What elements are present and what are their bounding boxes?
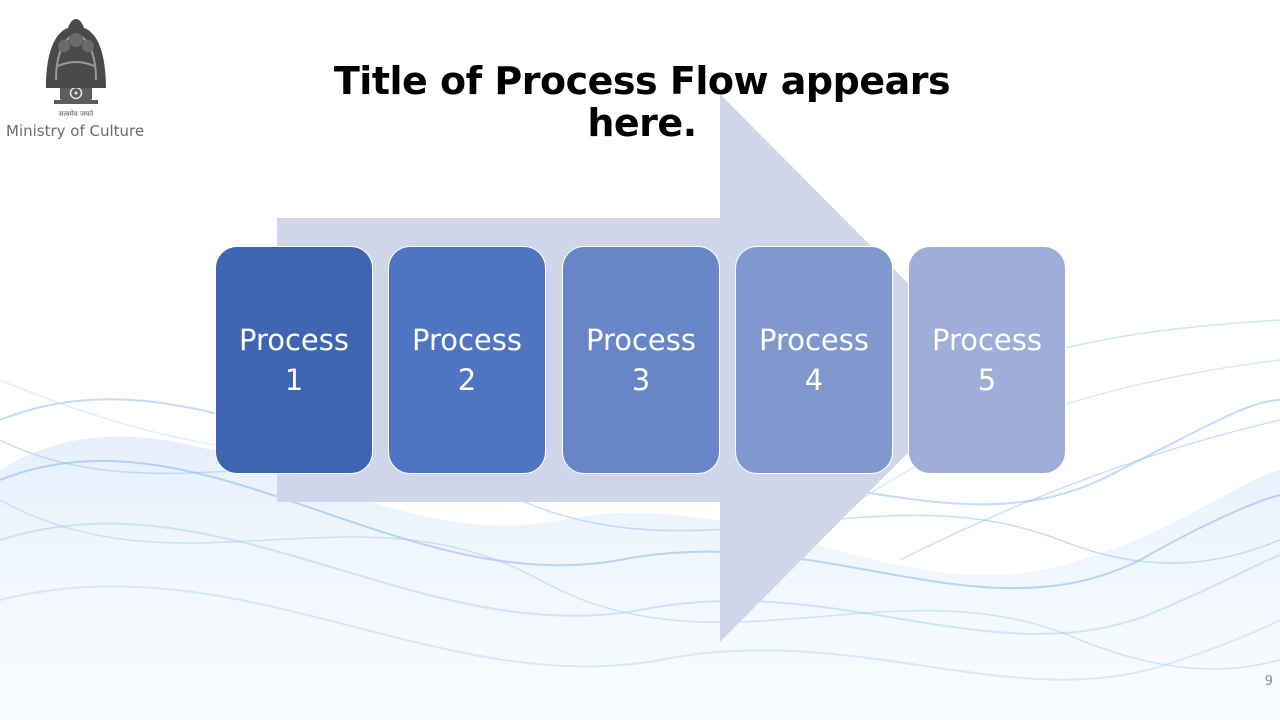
process-step-label: Process	[238, 323, 349, 357]
slide-title: Title of Process Flow appears here.	[333, 59, 951, 145]
ministry-label: Ministry of Culture	[6, 122, 145, 140]
svg-text:सत्यमेव जयते: सत्यमेव जयते	[59, 109, 94, 118]
process-step-3: Process 3	[562, 246, 720, 474]
page-number: 9	[1264, 674, 1273, 689]
process-step-number: 2	[457, 363, 477, 397]
process-step-label: Process	[758, 323, 869, 357]
national-emblem-logo: सत्यमेव जयते	[46, 19, 106, 118]
process-step-label: Process	[411, 323, 522, 357]
process-step-label: Process	[585, 323, 696, 357]
process-step-1: Process 1	[215, 246, 373, 474]
process-step-number: 1	[284, 363, 304, 397]
process-step-label: Process	[931, 323, 1042, 357]
process-step-number: 3	[631, 363, 651, 397]
process-step-number: 4	[804, 363, 824, 397]
process-step-4: Process 4	[735, 246, 893, 474]
process-step-2: Process 2	[388, 246, 546, 474]
process-step-5: Process 5	[908, 246, 1066, 474]
process-step-number: 5	[977, 363, 997, 397]
